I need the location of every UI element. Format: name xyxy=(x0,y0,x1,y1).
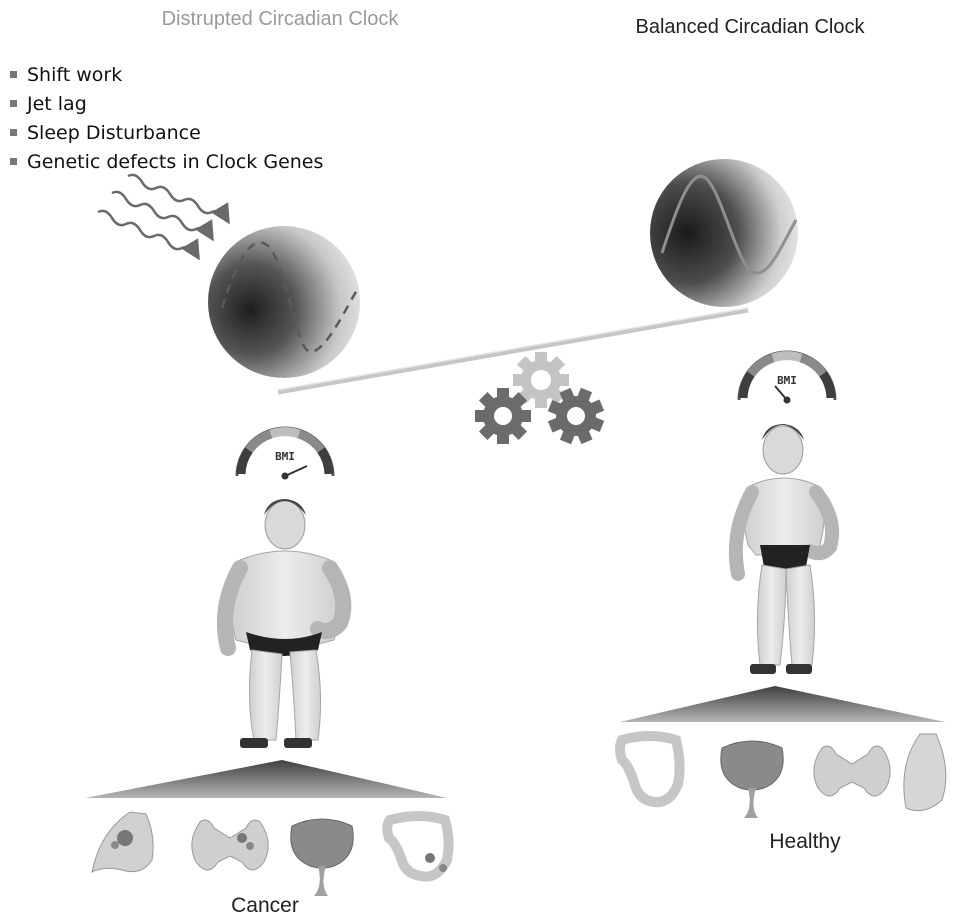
muscular-person-figure xyxy=(736,424,832,674)
outcome-label-healthy: Healthy xyxy=(740,830,870,854)
healthy-organ-row xyxy=(620,734,946,818)
thyroid-icon xyxy=(814,746,890,796)
wavy-arrow xyxy=(112,192,210,235)
disruption-arrows xyxy=(98,175,226,254)
balanced-clock-sphere xyxy=(650,159,798,307)
overweight-person-figure xyxy=(225,499,343,748)
colon-icon xyxy=(387,816,448,877)
wavy-arrow xyxy=(128,175,226,218)
thyroid-icon xyxy=(192,820,268,870)
outcome-triangle-right xyxy=(620,686,945,722)
disrupted-clock-sphere xyxy=(208,226,360,378)
wavy-arrow xyxy=(98,211,196,254)
outcome-triangle-left xyxy=(85,760,447,798)
breast-icon xyxy=(92,812,153,872)
bmi-gauge-label: BMI xyxy=(777,374,797,387)
bmi-gauge-label: BMI xyxy=(275,450,295,463)
bladder-icon xyxy=(721,741,783,818)
cancer-organ-row xyxy=(92,812,449,896)
colon-icon xyxy=(620,736,680,802)
bmi-gauge-icon: BMI xyxy=(739,352,835,404)
outcome-label-cancer: Cancer xyxy=(200,894,330,918)
bladder-icon xyxy=(291,819,353,896)
gears-icon xyxy=(475,352,604,444)
breast-icon xyxy=(904,734,946,811)
bmi-gauge-icon: BMI xyxy=(237,428,333,480)
